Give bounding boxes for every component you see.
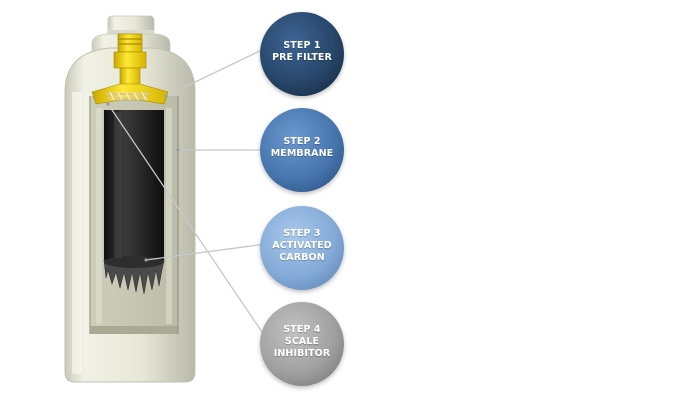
leader-lines [107, 47, 267, 339]
step-3-circle [260, 206, 344, 290]
step-2-circle [260, 108, 344, 192]
step-circles [260, 12, 344, 386]
step-4-circle [260, 302, 344, 386]
step-1-circle [260, 12, 344, 96]
yellow-prefilter-cap [91, 33, 169, 105]
leader-anchor-points [106, 94, 180, 262]
carbon-core [103, 110, 165, 295]
